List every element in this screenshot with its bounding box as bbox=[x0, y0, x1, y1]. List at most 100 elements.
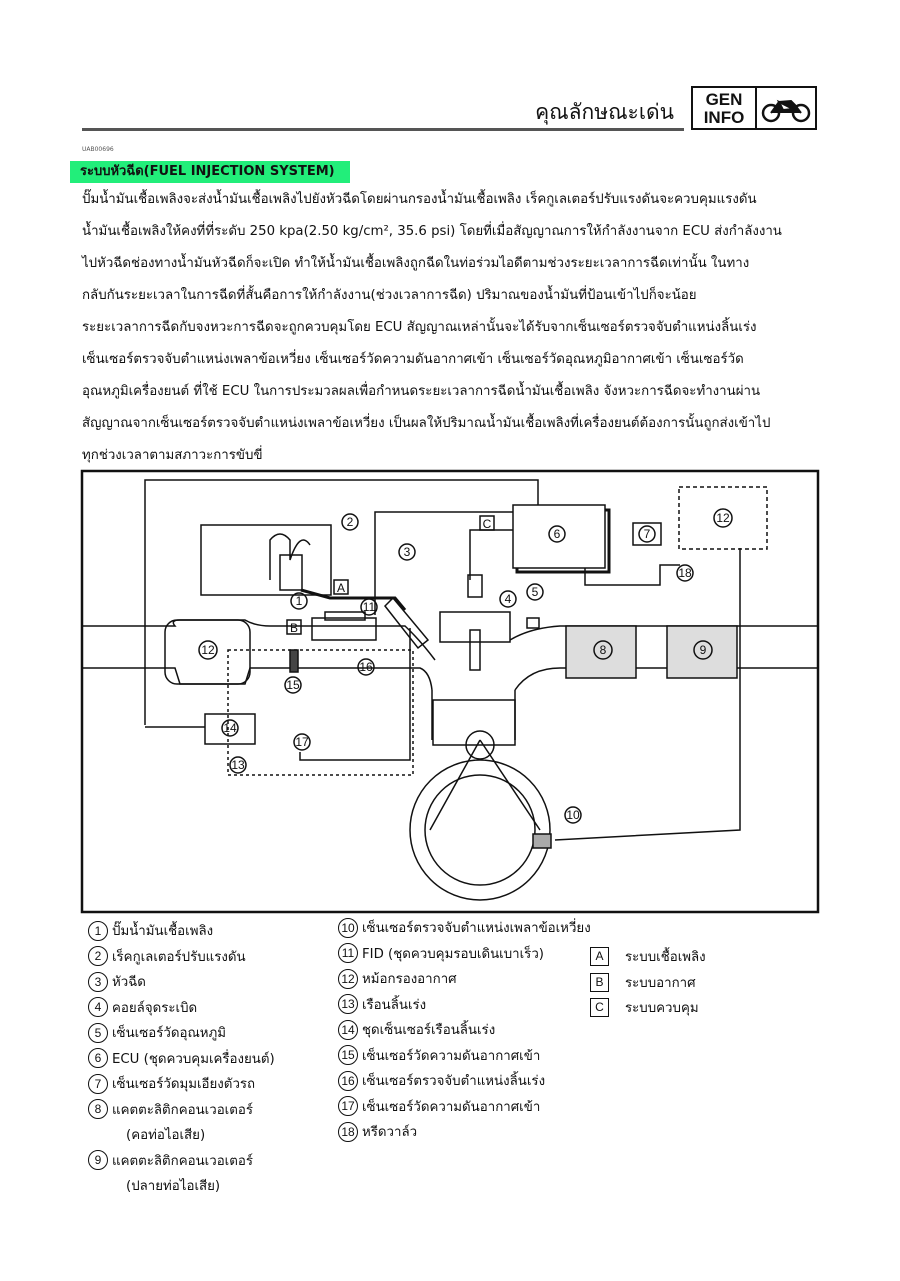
legend-key: 3 bbox=[88, 971, 108, 992]
legend-key: 10 bbox=[338, 917, 358, 938]
legend-item: 14 ชุดเซ็นเซอร์เรือนลิ้นเร่ง bbox=[338, 1019, 495, 1040]
callout-10: 10 bbox=[566, 808, 580, 822]
body-paragraph: ปั๊มน้ำมันเชื้อเพลิงจะส่งน้ำมันเชื้อเพลิ… bbox=[82, 186, 822, 474]
callout-c: C bbox=[483, 517, 492, 531]
legend-label: เซ็นเซอร์วัดความดันอากาศเข้า bbox=[362, 1099, 541, 1115]
legend-item: A ระบบเชื้อเพลิง bbox=[590, 946, 706, 967]
legend-key: 2 bbox=[88, 946, 108, 966]
legend-item: 3 หัวฉีด bbox=[88, 971, 146, 992]
body-line: ทุกช่วงเวลาตามสภาวะการขับขี่ bbox=[82, 448, 263, 463]
legend-label: เซ็นเซอร์วัดอุณหภูมิ bbox=[112, 1026, 227, 1041]
legend-label: ระบบอากาศ bbox=[625, 975, 696, 991]
callout-13: 13 bbox=[231, 758, 245, 772]
body-line: อุณหภูมิเครื่องยนต์ ที่ใช้ ECU ในการประม… bbox=[82, 384, 761, 399]
body-line: ปั๊มน้ำมันเชื้อเพลิงจะส่งน้ำมันเชื้อเพลิ… bbox=[82, 192, 757, 207]
callout-4: 4 bbox=[505, 592, 512, 606]
section-code: UAB00696 bbox=[82, 146, 114, 153]
callout-7: 7 bbox=[644, 527, 651, 541]
body-line: เซ็นเซอร์ตรวจจับตำแหน่งเพลาข้อเหวี่ยง เซ… bbox=[82, 352, 744, 367]
callout-a: A bbox=[337, 581, 345, 595]
legend-item: 16 เซ็นเซอร์ตรวจจับตำแหน่งลิ้นเร่ง bbox=[338, 1070, 545, 1091]
legend-item: 12 หม้อกรองอากาศ bbox=[338, 968, 457, 989]
legend-key: B bbox=[590, 972, 609, 992]
legend-key: A bbox=[590, 947, 609, 966]
legend-key: 12 bbox=[338, 968, 358, 989]
legend-item: B ระบบอากาศ bbox=[590, 972, 696, 993]
body-line: น้ำมันเชื้อเพลิงให้คงที่ที่ระดับ 250 kpa… bbox=[82, 224, 782, 239]
callout-16: 16 bbox=[359, 660, 373, 674]
callout-11: 11 bbox=[363, 600, 376, 614]
badge-gen: GEN bbox=[705, 90, 743, 109]
legend-label: FID (ชุดควบคุมรอบเดินเบาเร็ว) bbox=[362, 946, 544, 962]
legend-label: ระบบควบคุม bbox=[625, 1001, 699, 1016]
callout-14: 14 bbox=[223, 721, 237, 735]
legend-label: หม้อกรองอากาศ bbox=[362, 972, 457, 987]
legend-item: 18 หรีดวาล์ว bbox=[338, 1121, 417, 1142]
legend-label: คอยล์จุดระเบิด bbox=[112, 1000, 198, 1016]
legend-key: 8 bbox=[88, 1099, 108, 1119]
header-rule bbox=[82, 128, 684, 131]
body-line: ไปหัวฉีดช่องทางน้ำมันหัวฉีดก็จะเปิด ทำให… bbox=[82, 256, 750, 271]
legend-label: ECU (ชุดควบคุมเครื่องยนต์) bbox=[112, 1051, 275, 1067]
legend-key: 15 bbox=[338, 1045, 358, 1065]
legend-label: เซ็นเซอร์ตรวจจับตำแหน่งเพลาข้อเหวี่ยง bbox=[362, 921, 591, 936]
legend-sublabel: (คอท่อไอเสีย) bbox=[126, 1128, 206, 1143]
legend-key: 18 bbox=[338, 1121, 358, 1142]
callout-8: 8 bbox=[600, 643, 607, 657]
legend-key: 7 bbox=[88, 1073, 108, 1094]
legend-label: หรีดวาล์ว bbox=[362, 1125, 418, 1140]
legend-label: ปั๊มน้ำมันเชื้อเพลิง bbox=[112, 924, 214, 939]
legend-label: เซ็นเซอร์ตรวจจับตำแหน่งลิ้นเร่ง bbox=[362, 1074, 546, 1089]
badge-info: INFO bbox=[703, 108, 745, 127]
legend-key: C bbox=[590, 998, 609, 1017]
legend-key: 14 bbox=[338, 1019, 358, 1040]
legend-key: 9 bbox=[88, 1150, 108, 1170]
callout-1: 1 bbox=[296, 594, 303, 608]
body-line: กลับกันระยะเวลาในการฉีดที่สั้นคือการให้ก… bbox=[82, 288, 697, 303]
legend-label: แคตตะลิติกคอนเวอเตอร์ bbox=[112, 1102, 253, 1118]
callout-18: 18 bbox=[678, 566, 692, 580]
callout-17: 17 bbox=[295, 735, 309, 749]
body-line: สัญญาณจากเซ็นเซอร์ตรวจจับตำแหน่งเพลาข้อเ… bbox=[82, 416, 771, 431]
legend-item: 10 เซ็นเซอร์ตรวจจับตำแหน่งเพลาข้อเหวี่ยง bbox=[338, 917, 591, 938]
legend-key: 6 bbox=[88, 1048, 108, 1068]
callout-6: 6 bbox=[554, 527, 561, 541]
legend-label: ระบบเชื้อเพลิง bbox=[625, 950, 706, 965]
legend-label: ชุดเซ็นเซอร์เรือนลิ้นเร่ง bbox=[362, 1023, 496, 1038]
legend-key: 17 bbox=[338, 1096, 358, 1116]
legend-label: เซ็นเซอร์วัดความดันอากาศเข้า bbox=[362, 1048, 541, 1064]
section-heading: ระบบหัวฉีด(FUEL INJECTION SYSTEM) bbox=[70, 161, 350, 183]
legend-key: 13 bbox=[338, 994, 358, 1014]
callout-12-filter: 12 bbox=[716, 511, 730, 525]
legend-key: 4 bbox=[88, 997, 108, 1017]
callout-9: 9 bbox=[700, 643, 707, 657]
legend-key: 5 bbox=[88, 1022, 108, 1043]
legend-label: แคตตะลิติกคอนเวอเตอร์ bbox=[112, 1153, 253, 1169]
legend-label: หัวฉีด bbox=[112, 975, 146, 990]
callout-b: B bbox=[290, 621, 298, 635]
motorcycle-icon bbox=[757, 88, 815, 128]
legend-item: C ระบบควบคุม bbox=[590, 997, 699, 1018]
legend-label: เซ็นเซอร์วัดมุมเอียงตัวรถ bbox=[112, 1077, 256, 1092]
legend-label: เร็คกูเลเตอร์ปรับแรงดัน bbox=[112, 949, 246, 965]
legend-label: เรือนลิ้นเร่ง bbox=[362, 997, 427, 1013]
legend-sublabel: (ปลายท่อไอเสีย) bbox=[126, 1179, 221, 1194]
legend-item: 5 เซ็นเซอร์วัดอุณหภูมิ bbox=[88, 1022, 226, 1043]
callout-5: 5 bbox=[532, 585, 539, 599]
legend-key: 16 bbox=[338, 1070, 358, 1091]
callout-2: 2 bbox=[347, 515, 354, 529]
legend-item: 7 เซ็นเซอร์วัดมุมเอียงตัวรถ bbox=[88, 1073, 255, 1094]
page-title: คุณลักษณะเด่น bbox=[535, 100, 674, 124]
callout-12: 12 bbox=[201, 643, 215, 657]
